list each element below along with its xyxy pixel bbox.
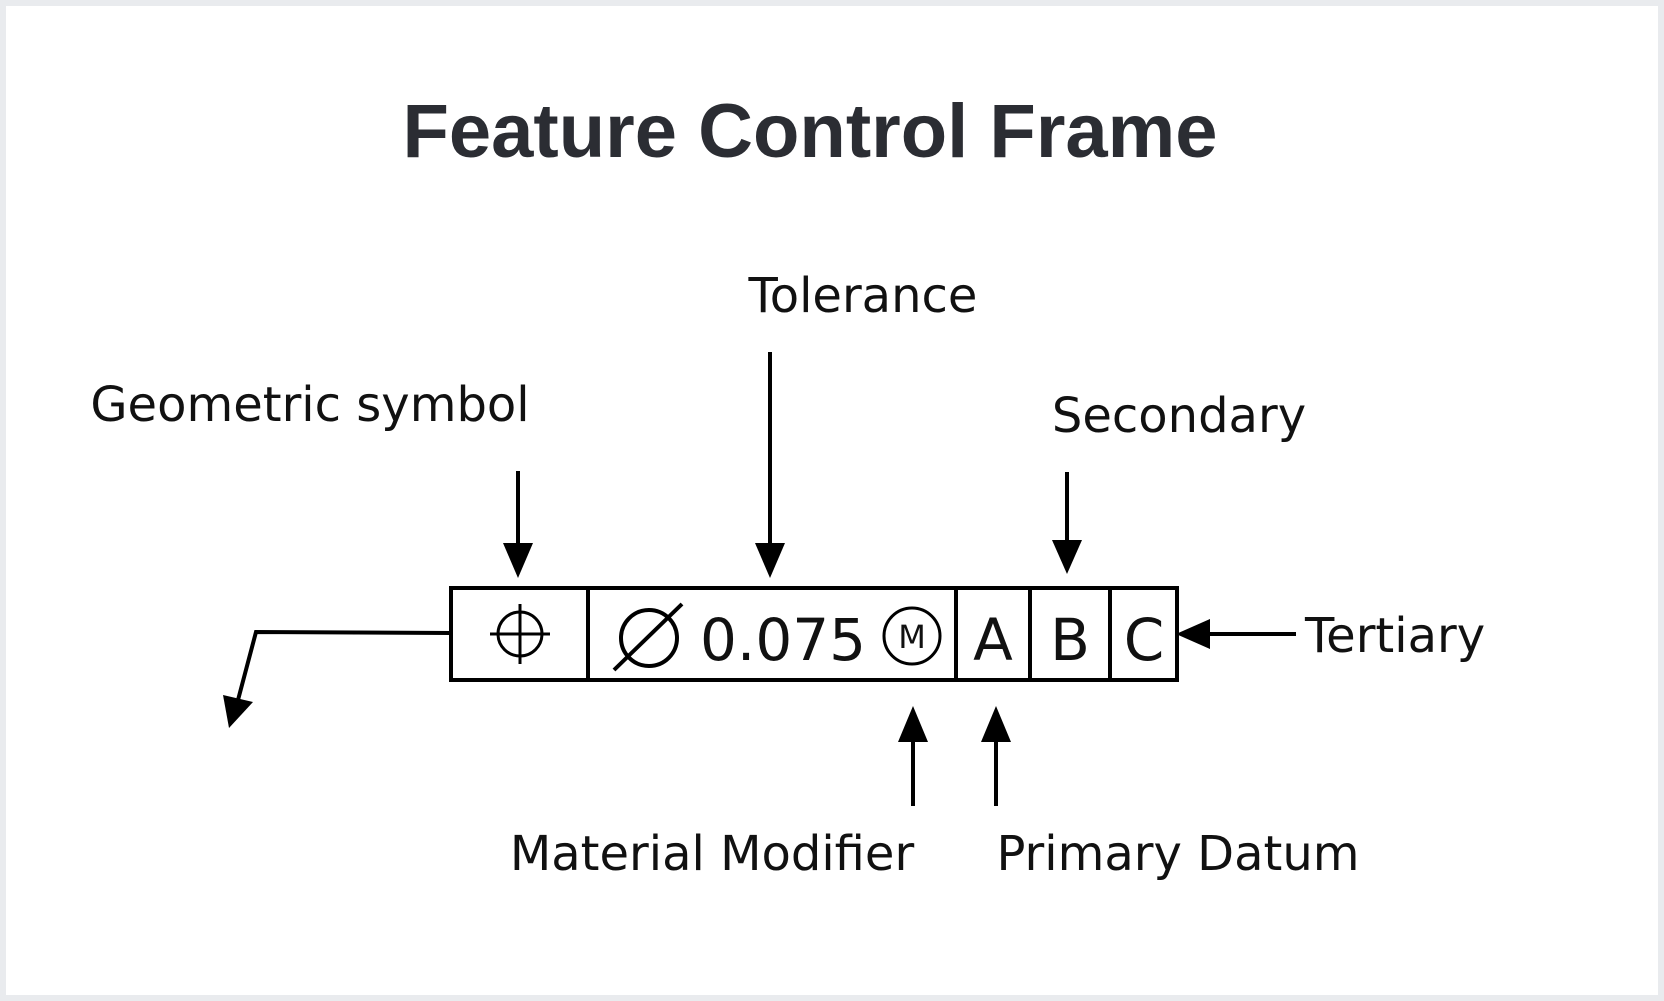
datum-primary: A — [973, 606, 1013, 674]
datum-tertiary: C — [1124, 606, 1165, 674]
leader-line — [223, 629, 452, 728]
frame-box — [449, 586, 1179, 682]
diagram-card — [6, 6, 1658, 995]
position-icon — [490, 604, 550, 664]
arrow-tolerance — [755, 352, 785, 578]
arrow-geometric-symbol — [503, 471, 533, 578]
tolerance-value: 0.075 — [700, 606, 866, 674]
arrow-primary-datum — [981, 706, 1011, 806]
page-title: Feature Control Frame — [402, 89, 1217, 174]
datum-secondary: B — [1050, 606, 1090, 674]
label-material-modifier: Material Modifier — [510, 826, 915, 882]
diameter-icon — [612, 602, 684, 672]
arrow-material-modifier — [898, 706, 928, 806]
label-secondary: Secondary — [1052, 388, 1306, 444]
label-geometric-symbol: Geometric symbol — [90, 377, 529, 433]
modifier-letter: M — [898, 618, 926, 656]
material-modifier-icon: M — [882, 606, 942, 666]
arrow-tertiary — [1176, 619, 1296, 649]
label-tolerance: Tolerance — [748, 268, 978, 324]
label-tertiary: Tertiary — [1304, 608, 1485, 664]
arrow-secondary — [1052, 472, 1082, 574]
label-primary-datum: Primary Datum — [996, 826, 1359, 882]
